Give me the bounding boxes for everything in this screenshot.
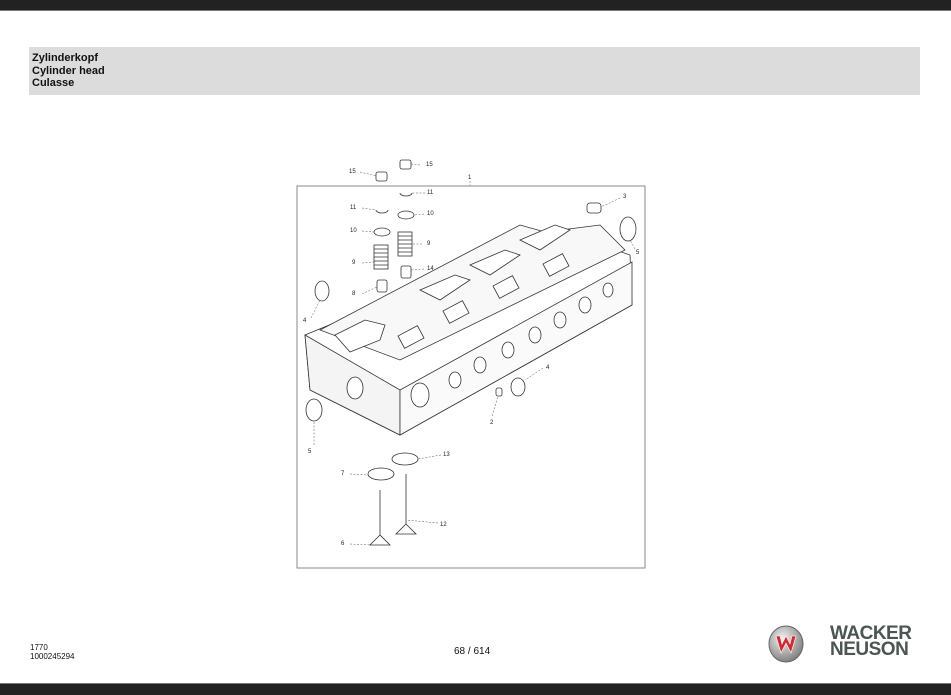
callout: 7 [341, 471, 345, 477]
callout: 4 [303, 318, 307, 324]
leader-lines [310, 163, 636, 546]
page-number: 68 / 614 [454, 646, 491, 657]
callout: 2 [490, 420, 494, 426]
footer-code: 1770 [30, 643, 48, 652]
wacker-neuson-logo-icon [768, 625, 804, 663]
callout: 4 [546, 365, 550, 371]
callout: 5 [636, 250, 640, 256]
valve-parts [305, 159, 637, 546]
callout: 12 [440, 522, 447, 528]
callout: 1 [468, 175, 472, 181]
callout: 14 [427, 266, 434, 272]
callout: 6 [341, 541, 345, 547]
brand-line1: WACKER [830, 623, 912, 644]
callout-labels: 15 15 1 11 3 11 10 10 9 5 9 14 8 4 4 2 5… [303, 162, 640, 547]
section-header: Zylinderkopf Cylinder head Culasse [29, 47, 920, 95]
callout: 13 [443, 452, 450, 458]
callout: 5 [308, 449, 312, 455]
callout: 15 [426, 162, 433, 168]
callout: 9 [352, 260, 356, 266]
brand-wordmark: WACKER NEUSON [830, 623, 912, 660]
footer-codes: 1770 1000245294 [30, 643, 75, 661]
bottom-bar [0, 683, 951, 695]
callout: 8 [352, 291, 356, 297]
title-en: Cylinder head [32, 64, 105, 77]
doc-number: 1000245294 [30, 652, 75, 661]
callout: 3 [623, 194, 627, 200]
title-fr: Culasse [32, 77, 75, 89]
callout: 15 [349, 169, 356, 175]
callout: 11 [350, 205, 357, 211]
title-de: Zylinderkopf [32, 52, 99, 64]
callout: 9 [427, 241, 431, 247]
cylinder-head [304, 224, 633, 436]
top-bar [0, 0, 951, 11]
diagram-frame [296, 185, 646, 569]
callout: 11 [427, 190, 434, 196]
callout: 10 [427, 211, 434, 217]
callout: 10 [350, 228, 357, 234]
brand-line2: NEUSON [830, 639, 909, 660]
